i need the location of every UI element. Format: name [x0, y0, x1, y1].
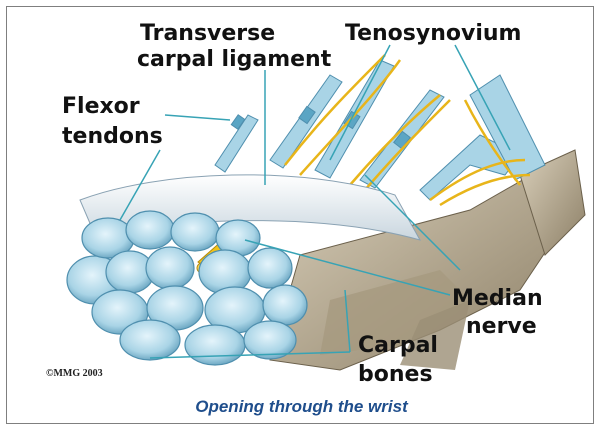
- label-flexor-line1: Flexor: [62, 94, 140, 119]
- figure-caption: Opening through the wrist: [0, 397, 603, 417]
- label-tenosynovium: Tenosynovium: [345, 21, 521, 46]
- label-flexor-line2: tendons: [62, 124, 163, 149]
- leader-flexor-1: [165, 115, 230, 120]
- label-transverse-line2: carpal ligament: [137, 47, 332, 72]
- label-median-line1: Median: [452, 286, 543, 311]
- label-carpal-line2: bones: [358, 362, 433, 387]
- label-median-line2: nerve: [466, 314, 537, 339]
- label-transverse-line1: Transverse: [140, 21, 275, 46]
- label-carpal-line1: Carpal: [358, 333, 438, 358]
- copyright-text: ©MMG 2003: [46, 368, 103, 379]
- flexor-tendon-bundle: [67, 211, 307, 365]
